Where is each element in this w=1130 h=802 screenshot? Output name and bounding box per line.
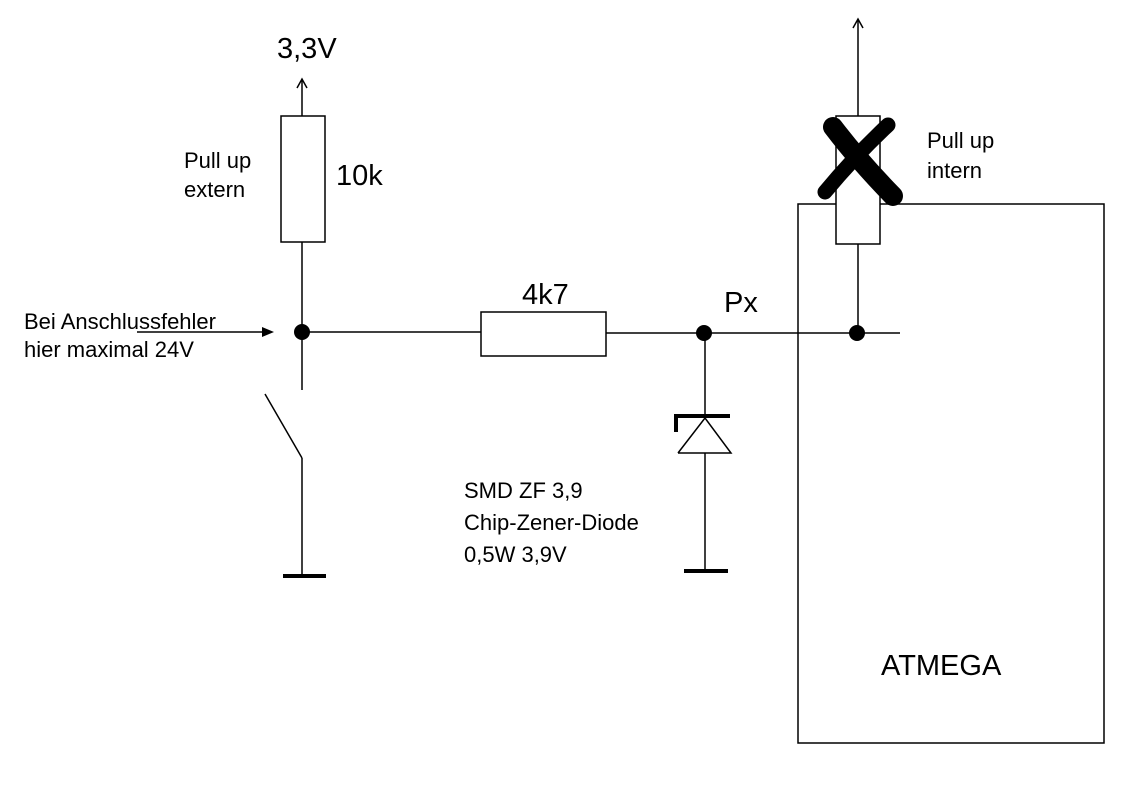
switch-lever — [264, 393, 303, 459]
series-resistor — [480, 311, 607, 357]
internal-supply-arrow-icon — [852, 17, 864, 116]
series-resistor-value: 4k7 — [522, 279, 569, 311]
pullup-extern-label-line1: Pull up — [184, 148, 251, 173]
supply-arrow-icon — [296, 77, 308, 116]
zener-diode-icon — [674, 414, 733, 454]
pullup-intern-label-line1: Pull up — [927, 128, 994, 153]
zener-label-line1: SMD ZF 3,9 — [464, 478, 583, 503]
zener-label-line2: Chip-Zener-Diode — [464, 510, 639, 535]
pin-name-label: Px — [724, 287, 758, 319]
pullup-resistor-value: 10k — [336, 160, 383, 192]
fault-arrow-icon — [137, 327, 274, 337]
fault-note-line2: hier maximal 24V — [24, 337, 194, 362]
zener-label-line3: 0,5W 3,9V — [464, 542, 567, 567]
pullup-intern-label-line2: intern — [927, 158, 982, 183]
pullup-extern-label-line2: extern — [184, 177, 245, 202]
mcu-pin-node-dot — [849, 325, 865, 341]
supply-voltage-label: 3,3V — [277, 33, 337, 65]
mcu-box — [797, 203, 1105, 744]
mcu-name-label: ATMEGA — [881, 650, 1002, 682]
cross-mark-icon — [817, 117, 903, 206]
fault-note-line1: Bei Anschlussfehler — [24, 309, 216, 334]
pin-node-dot — [696, 325, 712, 341]
pullup-extern-resistor — [280, 115, 326, 243]
